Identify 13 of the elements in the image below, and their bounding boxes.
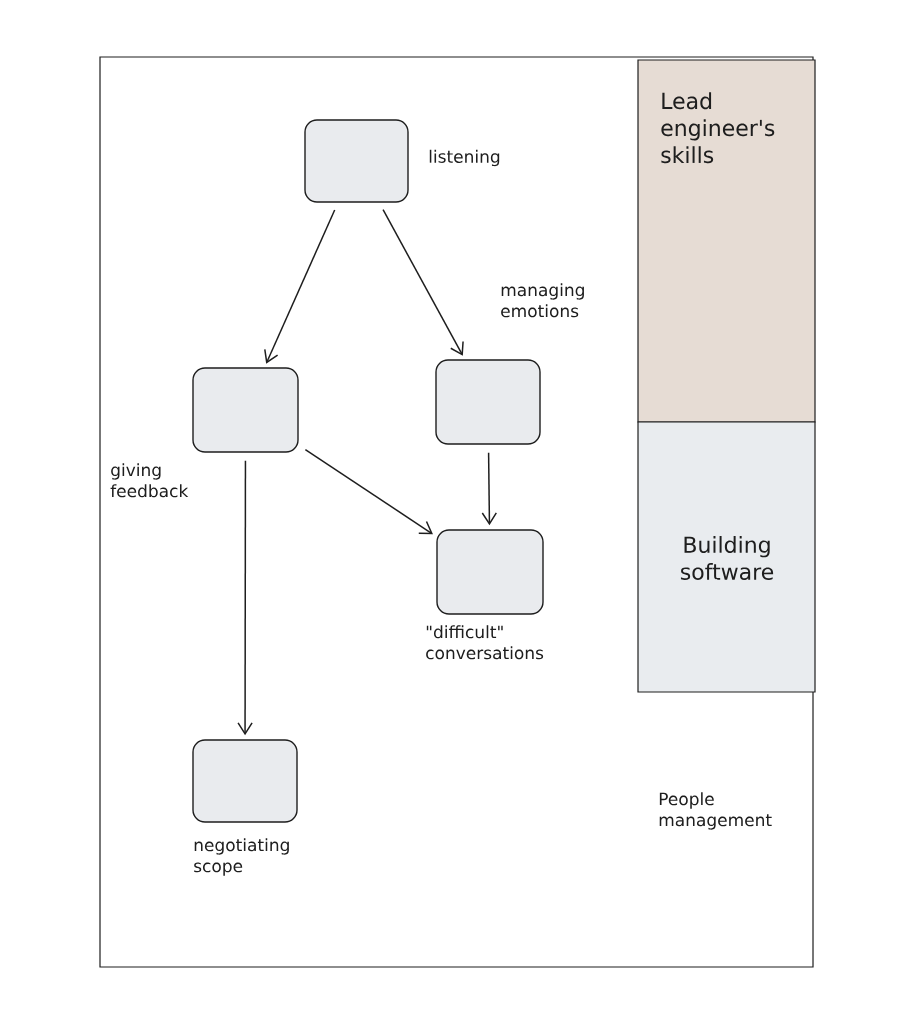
region-label: Building software xyxy=(680,536,774,580)
box-label: giving feedback xyxy=(110,463,189,498)
arrow xyxy=(481,451,498,526)
box-label: managing emotions xyxy=(501,283,584,318)
box-label: negotiating scope xyxy=(194,838,289,876)
arrow xyxy=(237,459,253,736)
region-label: Lead engineer's skills xyxy=(661,92,775,164)
region-label: People management xyxy=(659,792,772,830)
box-label: "difficult" conversations xyxy=(426,625,544,660)
box-label: listening xyxy=(429,149,500,167)
arrow xyxy=(304,448,433,535)
arrow xyxy=(382,208,464,356)
arrow xyxy=(264,209,336,364)
